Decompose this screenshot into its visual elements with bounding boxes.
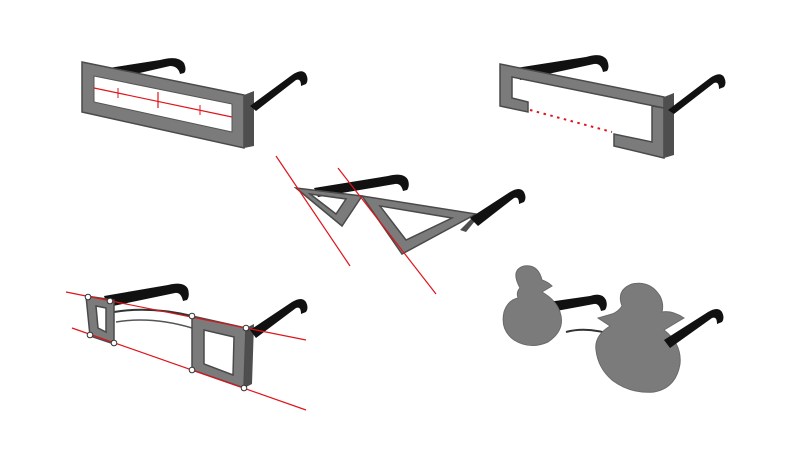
vertex-marker (106, 297, 114, 305)
vertex-marker (240, 384, 248, 392)
vertex-marker (242, 324, 250, 332)
red-guide-line (93, 87, 233, 118)
frame-right-side (244, 91, 254, 148)
front-temple (250, 71, 308, 111)
frame-right-side (664, 93, 674, 158)
vertex-marker (84, 293, 92, 301)
red-line-top (65, 291, 307, 341)
rectangular-glasses-with-guides (81, 58, 308, 149)
left-duck-lens (502, 265, 562, 346)
left-triangle-lens (293, 186, 364, 228)
bridge-wire-lower (115, 319, 193, 329)
back-temple (104, 283, 189, 307)
frame-right-bottom (613, 105, 665, 159)
vertex-marker (110, 339, 118, 347)
triangle-glasses-with-lines (275, 155, 526, 295)
vertex-marker (188, 312, 196, 320)
frame-window (93, 75, 233, 133)
back-temple (314, 174, 409, 197)
open-rectangular-glasses-dotted-gap (499, 55, 726, 159)
bridge-wire (113, 308, 193, 317)
vertex-marker (86, 331, 94, 339)
dotted-gap-line (529, 109, 613, 133)
red-line-right (337, 167, 437, 295)
red-line-left (275, 155, 351, 267)
right-duck-lens (595, 282, 685, 393)
right-triangle-lens (360, 194, 479, 255)
frame-top-and-left (499, 63, 665, 113)
square-glasses-perspective-lines (65, 283, 308, 411)
vertex-marker (188, 366, 196, 374)
right-lens-side (244, 324, 254, 388)
duck-shaped-glasses (502, 265, 724, 393)
front-temple (470, 189, 526, 226)
front-temple (664, 309, 724, 348)
front-temple (250, 299, 308, 338)
front-temple (668, 74, 726, 114)
